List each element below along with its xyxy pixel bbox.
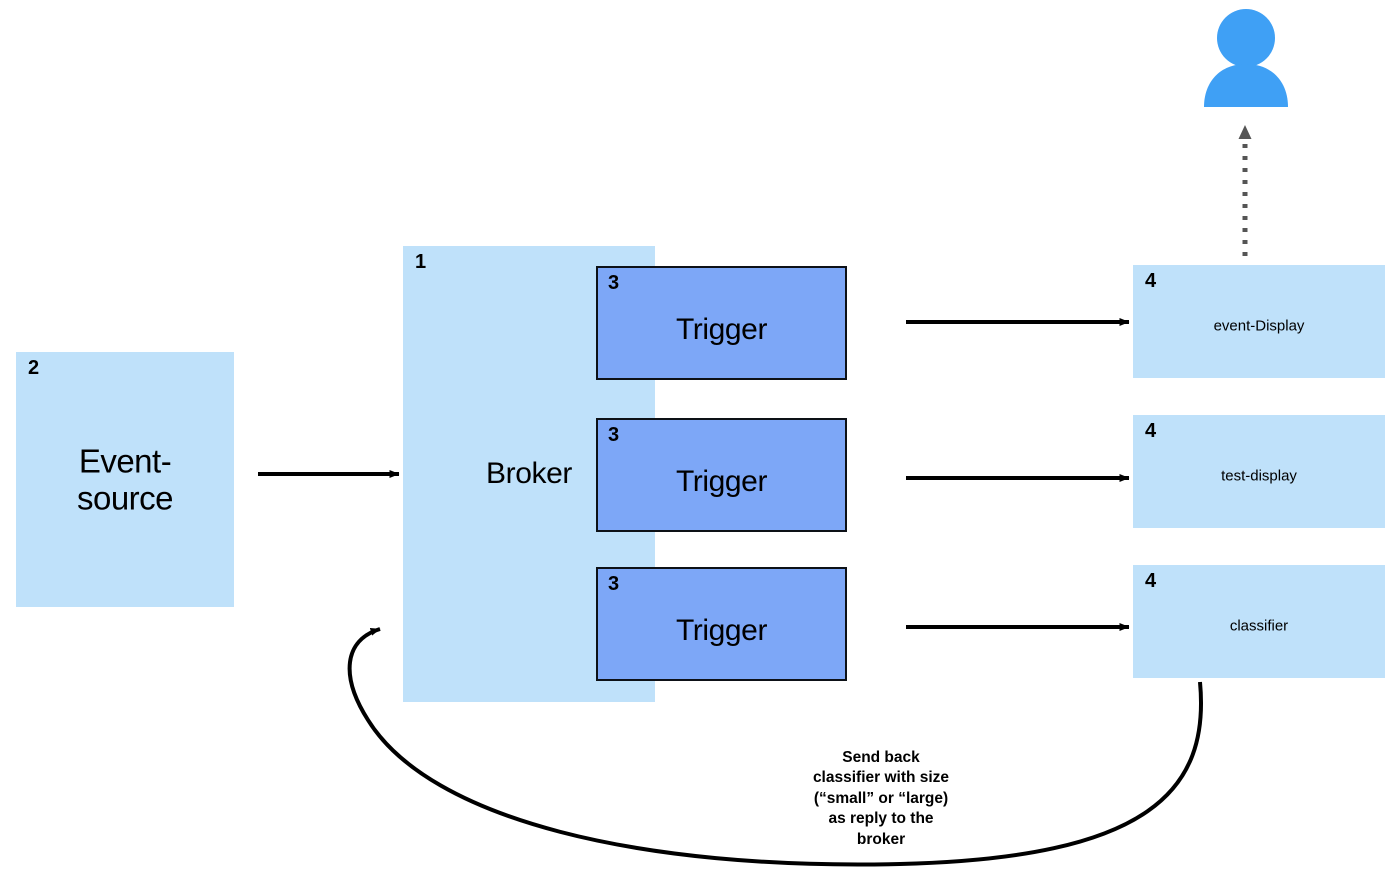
broker-number: 1: [415, 251, 426, 273]
trigger-number-2: 3: [608, 424, 619, 446]
sink-number-2: 4: [1145, 420, 1156, 442]
event-source-box[interactable]: 2 Event- source: [16, 352, 234, 607]
sink-number-3: 4: [1145, 570, 1156, 592]
trigger-number-3: 3: [608, 573, 619, 595]
trigger-label-1: Trigger: [675, 312, 768, 346]
sink-label-event-display: event-Display: [1213, 317, 1305, 335]
sink-box-classifier[interactable]: 4 classifier: [1133, 565, 1385, 678]
trigger-number-1: 3: [608, 272, 619, 294]
trigger-box-3[interactable]: 3 Trigger: [596, 567, 847, 681]
return-path-caption: Send back classifier with size (“small” …: [812, 749, 950, 848]
broker-label: Broker: [486, 457, 572, 490]
trigger-box-1[interactable]: 3 Trigger: [596, 266, 847, 380]
sink-label-classifier: classifier: [1229, 617, 1289, 635]
trigger-label-2: Trigger: [675, 464, 768, 498]
sink-number-1: 4: [1145, 270, 1156, 292]
event-source-number: 2: [28, 357, 39, 379]
sink-box-event-display[interactable]: 4 event-Display: [1133, 265, 1385, 378]
event-source-label-line1: Event-: [78, 441, 172, 479]
sink-box-test-display[interactable]: 4 test-display: [1133, 415, 1385, 528]
event-source-label-line2: source: [76, 479, 174, 517]
trigger-box-2[interactable]: 3 Trigger: [596, 418, 847, 532]
user-person-icon: [1200, 8, 1292, 108]
trigger-label-3: Trigger: [675, 613, 768, 647]
sink-label-test-display: test-display: [1221, 467, 1297, 485]
event-source-label: Event- source: [16, 442, 234, 517]
